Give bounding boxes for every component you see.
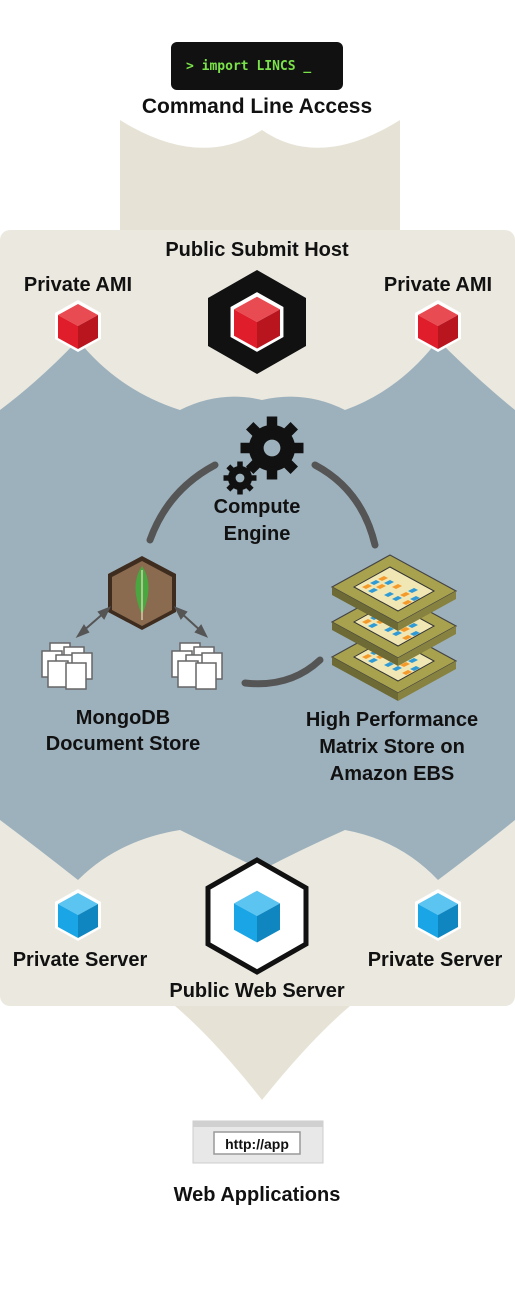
public-submit-host-label: Public Submit Host: [165, 239, 349, 261]
url-text: http://app: [225, 1136, 289, 1152]
mongodb-label-line2: Document Store: [46, 733, 200, 755]
compute-region: [0, 340, 515, 880]
compute-ring: [146, 461, 379, 688]
mongodb-icon: [108, 556, 176, 630]
browser-url-icon: http://app: [192, 1120, 324, 1164]
terminal-icon: > import LINCS _: [171, 42, 343, 90]
lower-connector: [175, 1006, 350, 1100]
public-submit-host-icon: [208, 270, 306, 374]
public-web-server-icon: [205, 857, 309, 975]
mongodb-label-line1: MongoDB: [76, 707, 170, 729]
mongodb-arrows: [75, 606, 209, 639]
document-stack-icon: [171, 642, 223, 690]
matrix-label-line2: Matrix Store on: [319, 736, 465, 758]
matrix-label-line1: High Performance: [306, 709, 478, 731]
command-line-access-label: Command Line Access: [142, 95, 372, 118]
document-stack-icon: [41, 642, 93, 690]
public-web-server-label: Public Web Server: [169, 980, 344, 1002]
private-server-left-label: Private Server: [13, 949, 148, 971]
private-ami-right-label: Private AMI: [384, 274, 492, 296]
compute-engine-label-line1: Compute: [214, 496, 301, 518]
matrix-label-line3: Amazon EBS: [330, 763, 454, 785]
web-applications-label: Web Applications: [174, 1184, 341, 1206]
private-server-right-label: Private Server: [368, 949, 503, 971]
private-ami-left-label: Private AMI: [24, 274, 132, 296]
compute-engine-label-line2: Engine: [224, 523, 291, 545]
terminal-command: > import LINCS _: [186, 59, 311, 74]
